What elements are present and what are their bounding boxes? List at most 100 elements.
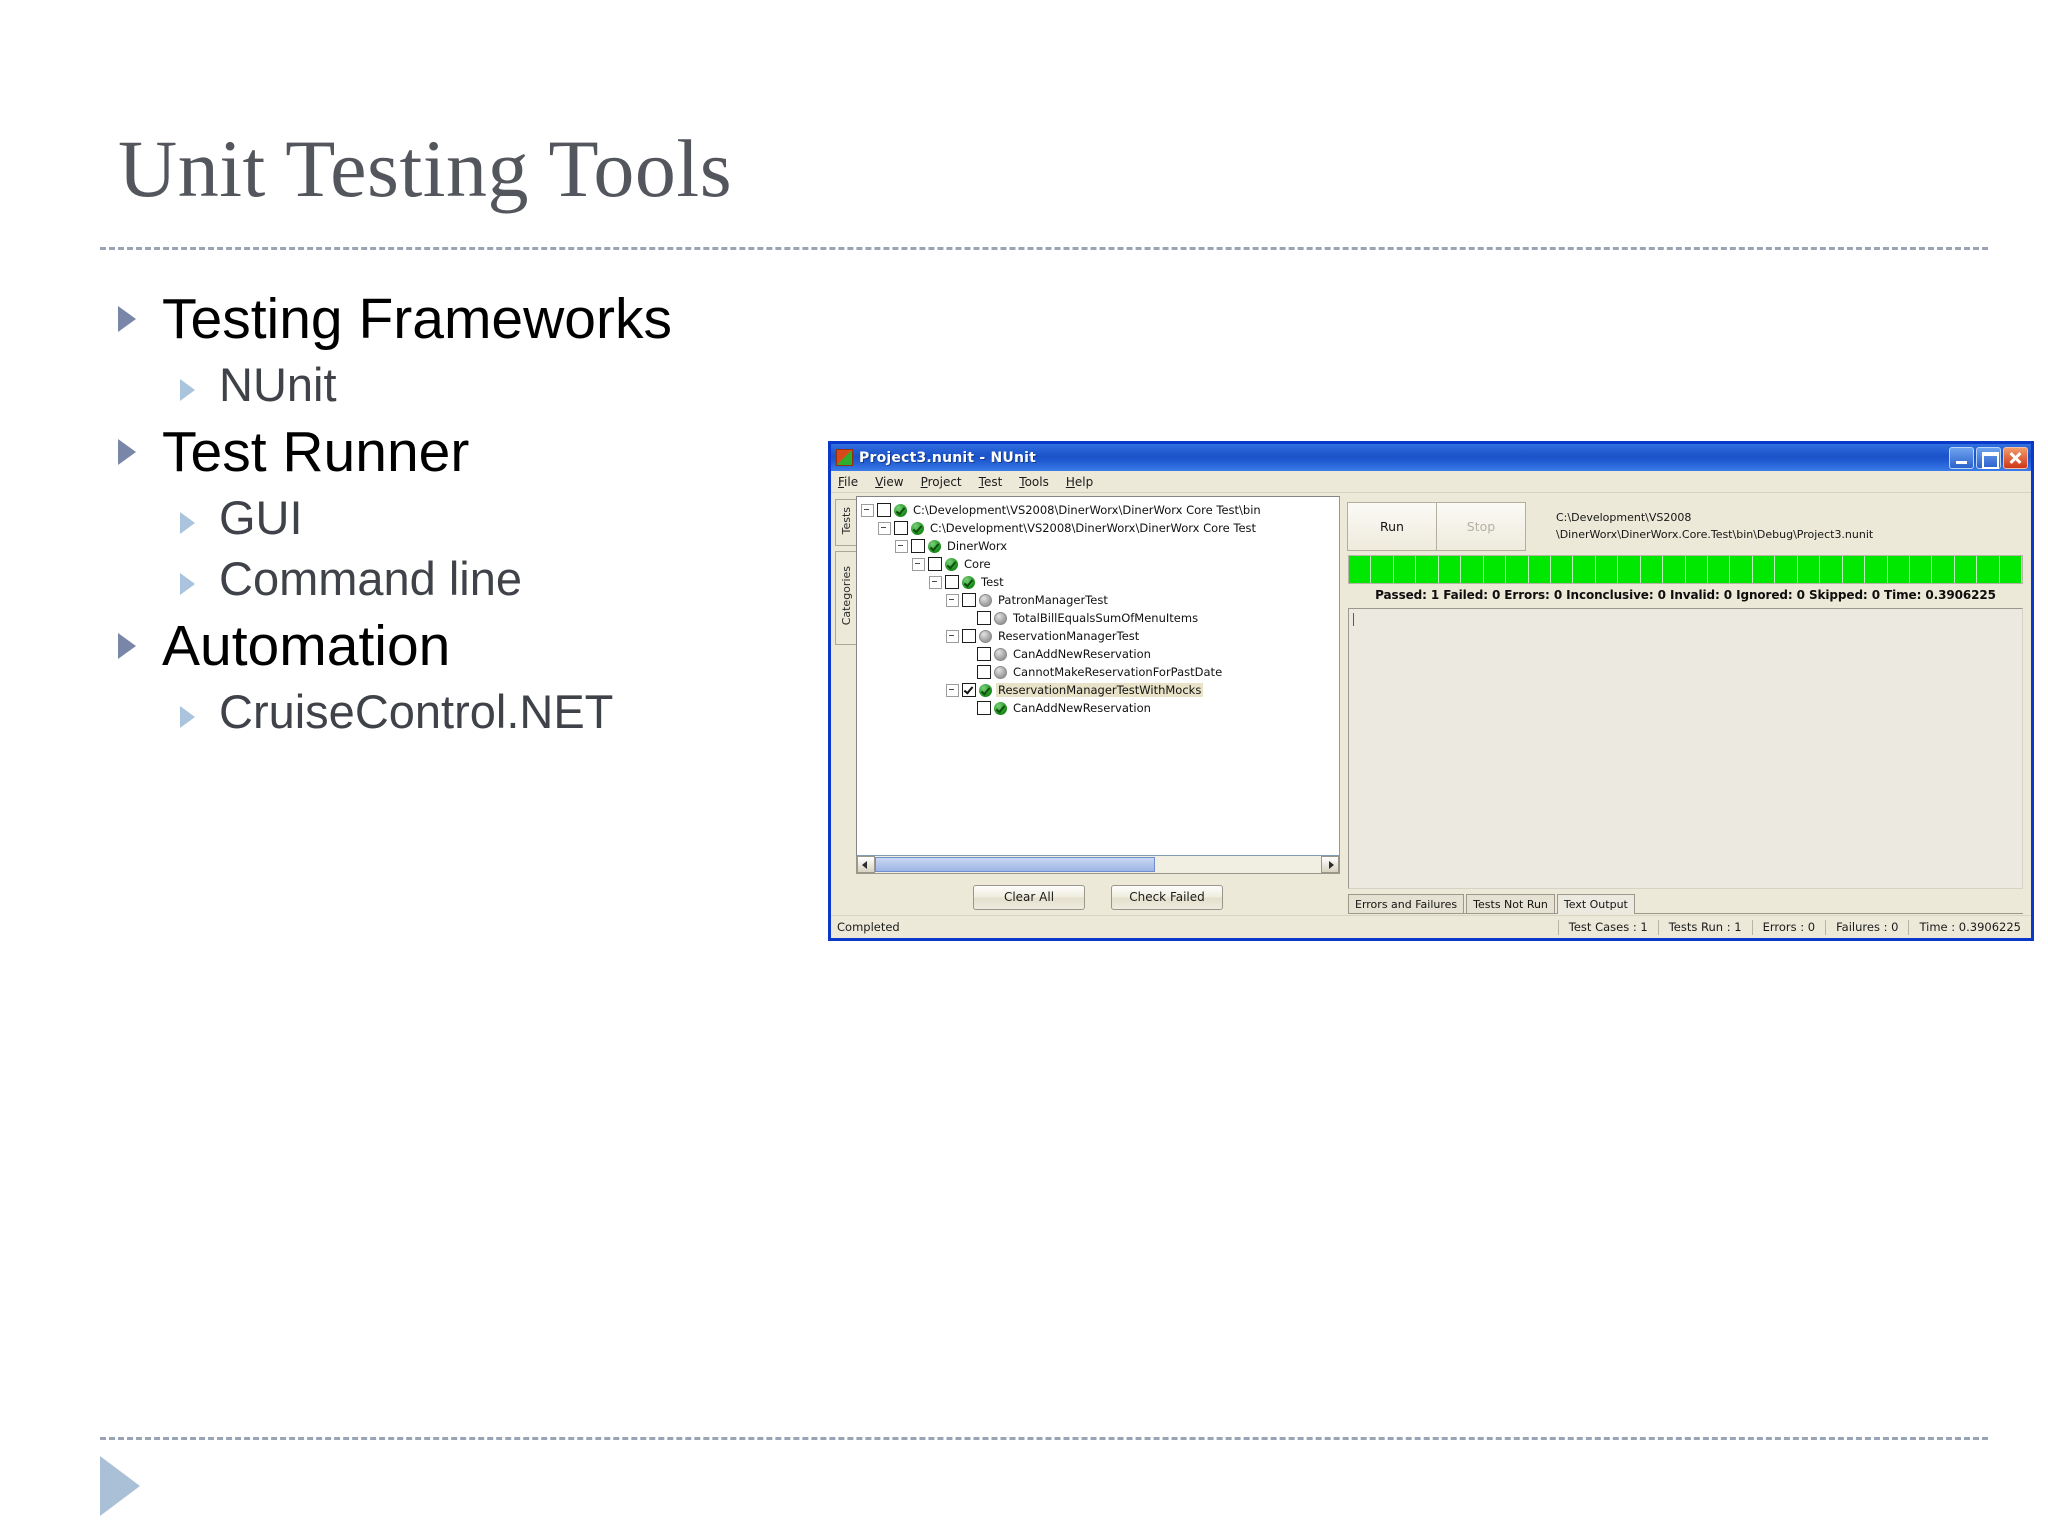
window-title: Project3.nunit - NUnit bbox=[859, 449, 1037, 466]
minimize-button[interactable] bbox=[1949, 446, 1974, 469]
tree-collapse-icon[interactable] bbox=[946, 629, 959, 643]
tree-collapse-icon[interactable] bbox=[929, 575, 942, 589]
title-divider bbox=[100, 247, 1988, 250]
tree-checkbox[interactable] bbox=[928, 557, 942, 571]
tree-node-label: C:\Development\VS2008\DinerWorx\DinerWor… bbox=[930, 521, 1257, 535]
run-toolbar: Run Stop C:\Development\VS2008 \DinerWor… bbox=[1345, 496, 2026, 551]
status-cell: Test Cases : 1 bbox=[1557, 919, 1658, 935]
test-passed-icon bbox=[945, 557, 958, 571]
tree-checkbox[interactable] bbox=[962, 683, 976, 697]
tree-node[interactable]: C:\Development\VS2008\DinerWorx\DinerWor… bbox=[861, 501, 1339, 519]
test-passed-icon bbox=[894, 503, 907, 517]
tree-collapse-icon[interactable] bbox=[878, 521, 891, 535]
tree-node[interactable]: CannotMakeReservationForPastDate bbox=[861, 663, 1339, 681]
scrollbar-thumb[interactable] bbox=[875, 857, 1155, 872]
tree-node[interactable]: C:\Development\VS2008\DinerWorx\DinerWor… bbox=[861, 519, 1339, 537]
tree-collapse-icon[interactable] bbox=[895, 539, 908, 553]
side-tab-tests[interactable]: Tests bbox=[835, 499, 857, 547]
tree-node[interactable]: Test bbox=[861, 573, 1339, 591]
tree-node[interactable]: TotalBillEqualsSumOfMenuItems bbox=[861, 609, 1339, 627]
tree-checkbox[interactable] bbox=[977, 611, 991, 625]
test-notrun-icon bbox=[979, 593, 992, 607]
tree-checkbox[interactable] bbox=[977, 647, 991, 661]
test-passed-icon bbox=[928, 539, 941, 553]
results-summary: Passed: 1 Failed: 0 Errors: 0 Inconclusi… bbox=[1375, 588, 1996, 602]
tree-node[interactable]: Core bbox=[861, 555, 1339, 573]
menu-item-help[interactable]: Help bbox=[1065, 474, 1094, 489]
tree-node[interactable]: ReservationManagerTestWithMocks bbox=[861, 681, 1339, 699]
tree-checkbox[interactable] bbox=[911, 539, 925, 553]
tree-checkbox[interactable] bbox=[962, 593, 976, 607]
bullet-item: CruiseControl.NET bbox=[180, 685, 898, 740]
progress-segment bbox=[1550, 556, 1574, 583]
bullet-text: GUI bbox=[219, 491, 303, 545]
tree-collapse-icon[interactable] bbox=[946, 593, 959, 607]
menu-item-project[interactable]: Project bbox=[920, 474, 962, 489]
window-body: Tests Categories C:\Development\VS2008\D… bbox=[831, 492, 2031, 916]
check-failed-button[interactable]: Check Failed bbox=[1111, 884, 1223, 910]
bullet-text: NUnit bbox=[219, 358, 337, 412]
bullet-triangle-icon bbox=[180, 706, 195, 729]
close-button[interactable] bbox=[2003, 446, 2028, 469]
tree-checkbox[interactable] bbox=[962, 629, 976, 643]
progress-segment bbox=[1730, 556, 1753, 583]
text-output-area[interactable] bbox=[1348, 608, 2023, 889]
tree-node-label: Core bbox=[964, 557, 991, 571]
tree-checkbox[interactable] bbox=[977, 701, 991, 715]
page-title: Unit Testing Tools bbox=[118, 123, 733, 214]
tree-node[interactable]: DinerWorx bbox=[861, 537, 1339, 555]
status-cell: Failures : 0 bbox=[1825, 919, 1908, 935]
scroll-right-icon[interactable] bbox=[1321, 856, 1339, 873]
progress-segment bbox=[1820, 556, 1843, 583]
progress-segment bbox=[1506, 556, 1529, 583]
menu-item-tools[interactable]: Tools bbox=[1019, 474, 1049, 489]
progress-segment bbox=[1393, 556, 1417, 583]
test-notrun-icon bbox=[994, 611, 1007, 625]
result-tab[interactable]: Text Output bbox=[1556, 894, 1635, 914]
tree-spacer bbox=[963, 667, 974, 678]
menu-item-file[interactable]: File bbox=[838, 474, 859, 489]
progress-segment bbox=[1842, 556, 1866, 583]
menu-bar: File View Project Test Tools Help bbox=[831, 471, 2031, 493]
status-cell: Tests Run : 1 bbox=[1657, 919, 1752, 935]
bullet-text: Test Runner bbox=[162, 420, 470, 485]
bullet-text: CruiseControl.NET bbox=[219, 685, 614, 739]
result-tab[interactable]: Tests Not Run bbox=[1466, 894, 1555, 913]
tree-node[interactable]: PatronManagerTest bbox=[861, 591, 1339, 609]
tree-node-label: CanAddNewReservation bbox=[1013, 701, 1151, 715]
tree-horizontal-scrollbar[interactable] bbox=[856, 856, 1340, 874]
tree-checkbox[interactable] bbox=[877, 503, 891, 517]
tree-node[interactable]: CanAddNewReservation bbox=[861, 645, 1339, 663]
tree-checkbox[interactable] bbox=[945, 575, 959, 589]
side-tab-categories-label: Categories bbox=[840, 566, 853, 626]
tree-action-buttons: Clear All Check Failed bbox=[856, 874, 1340, 914]
scroll-left-icon[interactable] bbox=[857, 856, 875, 873]
tree-collapse-icon[interactable] bbox=[912, 557, 925, 571]
progress-segment bbox=[1461, 556, 1484, 583]
tree-checkbox[interactable] bbox=[894, 521, 908, 535]
test-tree[interactable]: C:\Development\VS2008\DinerWorx\DinerWor… bbox=[856, 496, 1340, 856]
tree-checkbox[interactable] bbox=[977, 665, 991, 679]
side-tab-categories[interactable]: Categories bbox=[835, 551, 857, 645]
run-button[interactable]: Run bbox=[1347, 502, 1437, 551]
tree-spacer bbox=[963, 613, 974, 624]
progress-segment bbox=[1349, 556, 1372, 583]
tree-node-label: C:\Development\VS2008\DinerWorx\DinerWor… bbox=[913, 503, 1261, 517]
progress-segment bbox=[1752, 556, 1776, 583]
clear-all-button[interactable]: Clear All bbox=[973, 884, 1085, 910]
status-message: Completed bbox=[837, 920, 900, 934]
tree-node[interactable]: CanAddNewReservation bbox=[861, 699, 1339, 717]
tree-collapse-icon[interactable] bbox=[861, 503, 874, 517]
bullet-text: Automation bbox=[162, 614, 451, 679]
progress-segment bbox=[1438, 556, 1462, 583]
tree-node[interactable]: ReservationManagerTest bbox=[861, 627, 1339, 645]
tree-node-label: DinerWorx bbox=[947, 539, 1008, 553]
maximize-button[interactable] bbox=[1976, 446, 2001, 469]
menu-item-view[interactable]: View bbox=[875, 474, 904, 489]
tree-collapse-icon[interactable] bbox=[946, 683, 959, 697]
menu-item-test[interactable]: Test bbox=[978, 474, 1003, 489]
result-tab[interactable]: Errors and Failures bbox=[1348, 894, 1465, 913]
